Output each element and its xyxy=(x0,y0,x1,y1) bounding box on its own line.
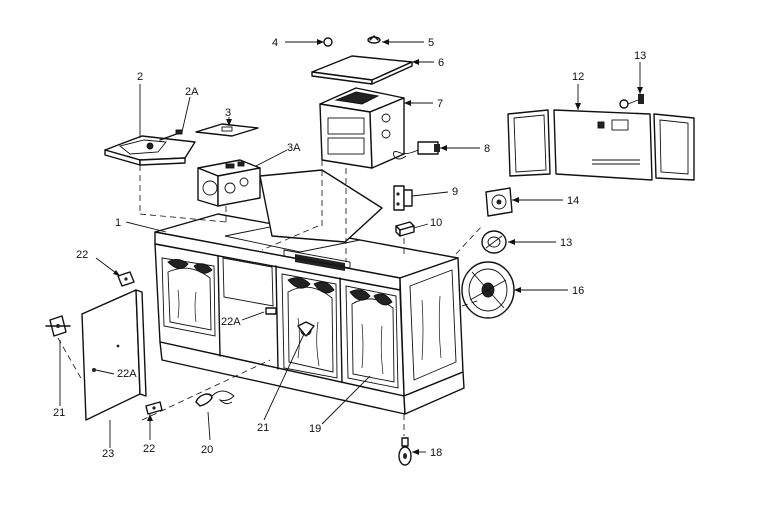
leader-lines xyxy=(59,39,643,455)
wood-grain xyxy=(177,289,442,375)
label-part-12: 12 xyxy=(572,71,584,83)
catch-22A xyxy=(265,307,277,315)
label-part-20: 20 xyxy=(201,444,213,456)
alignment-lines xyxy=(57,160,483,436)
carved-ornaments xyxy=(167,259,393,306)
amplifier-chassis xyxy=(197,159,261,207)
label-part-19: 19 xyxy=(309,423,321,435)
label-part-5: 5 xyxy=(428,37,434,49)
label-part-21-center: 21 xyxy=(257,422,269,434)
label-part-22-bottom: 22 xyxy=(143,443,155,455)
part-number-labels: 1 2 2A 3 3A 4 5 6 7 8 9 10 12 13 14 13 1… xyxy=(53,37,646,460)
label-part-8: 8 xyxy=(484,143,490,155)
label-part-4: 4 xyxy=(272,37,278,49)
mounting-board xyxy=(195,123,259,137)
knob-4 xyxy=(323,37,333,47)
label-part-21-left: 21 xyxy=(53,407,65,419)
bracket xyxy=(395,221,415,237)
label-part-10: 10 xyxy=(430,217,442,229)
label-part-22-top: 22 xyxy=(76,249,88,261)
dust-cover xyxy=(311,55,413,85)
cabinet-door xyxy=(81,289,147,421)
power-connector xyxy=(393,141,440,160)
hinge-22-top xyxy=(117,271,135,287)
tweeter-speaker xyxy=(485,187,513,217)
label-part-9: 9 xyxy=(452,186,458,198)
label-part-1: 1 xyxy=(115,217,121,229)
hinge-21-left xyxy=(45,315,71,337)
label-part-23: 23 xyxy=(102,448,114,460)
label-part-3a: 3A xyxy=(287,142,301,154)
label-part-13-lamp: 13 xyxy=(634,50,646,62)
label-part-2a: 2A xyxy=(185,86,199,98)
caster-wheel xyxy=(398,437,412,466)
label-part-18: 18 xyxy=(430,447,442,459)
lid-hinge xyxy=(393,185,413,211)
pilot-lamp xyxy=(619,94,644,109)
label-part-2: 2 xyxy=(137,71,143,83)
speaker-assembly xyxy=(507,109,695,181)
hinged-lid xyxy=(259,169,383,243)
hinge-22-bottom xyxy=(145,401,163,415)
tuner-unit xyxy=(319,87,405,169)
line-cord xyxy=(195,390,235,407)
label-part-3: 3 xyxy=(225,107,231,119)
hinge-21-center xyxy=(297,321,315,337)
label-part-14: 14 xyxy=(567,195,579,207)
label-part-22a-center: 22A xyxy=(221,316,241,328)
label-part-13-speaker: 13 xyxy=(560,237,572,249)
woofer-speaker xyxy=(461,261,515,319)
mid-speaker xyxy=(481,230,507,254)
label-part-7: 7 xyxy=(437,98,443,110)
label-part-16: 16 xyxy=(572,285,584,297)
record-changer xyxy=(104,129,196,166)
knob-5 xyxy=(367,35,381,44)
label-part-6: 6 xyxy=(438,57,444,69)
cabinet xyxy=(154,213,465,415)
label-part-22a-door: 22A xyxy=(117,368,137,380)
